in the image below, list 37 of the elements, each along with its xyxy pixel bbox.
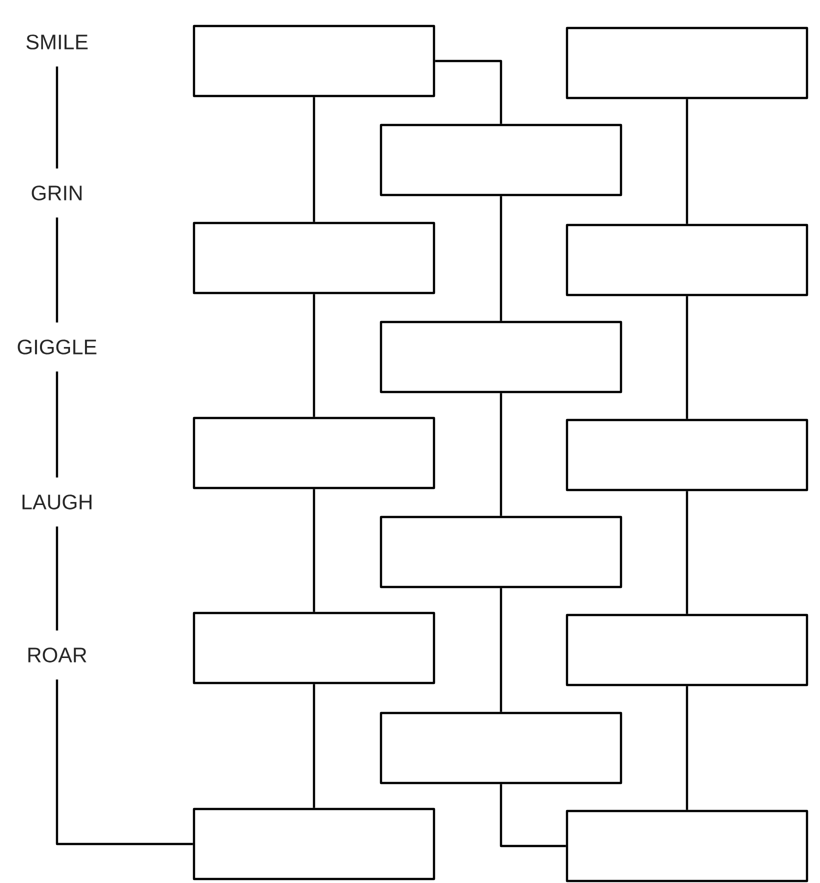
connector-line (500, 588, 502, 712)
connector-line (56, 372, 58, 478)
empty-box (566, 810, 808, 882)
empty-box (380, 320, 622, 394)
empty-box (192, 416, 436, 490)
empty-box (380, 516, 622, 588)
stage-label: ROAR (28, 648, 86, 662)
connector-line (312, 97, 316, 222)
connector-line (686, 686, 688, 810)
connector-line (686, 296, 688, 419)
connector-line (56, 66, 58, 168)
empty-box (566, 224, 808, 296)
stage-label: SMILE (26, 34, 88, 50)
stage-label: LAUGH (22, 494, 92, 510)
connector-line (500, 196, 502, 321)
empty-box (380, 124, 622, 196)
connector-line (312, 684, 316, 808)
empty-box (192, 808, 436, 880)
connector-line (686, 99, 688, 224)
empty-box (566, 418, 808, 492)
connector-line (500, 784, 566, 848)
connector-line (56, 218, 58, 322)
empty-box (566, 26, 808, 100)
connector-line (312, 294, 316, 417)
connector-line (500, 393, 502, 516)
connector-line (686, 491, 688, 614)
empty-box (380, 712, 622, 784)
stage-label: GRIN (32, 186, 82, 200)
connector-line (312, 489, 316, 612)
empty-box (566, 614, 808, 686)
connector-line (56, 680, 193, 846)
empty-box (192, 24, 436, 98)
stage-label: GIGGLE (18, 340, 96, 354)
connector-line (435, 60, 502, 124)
empty-box (192, 612, 436, 684)
empty-box (192, 222, 436, 294)
connector-line (56, 526, 58, 630)
